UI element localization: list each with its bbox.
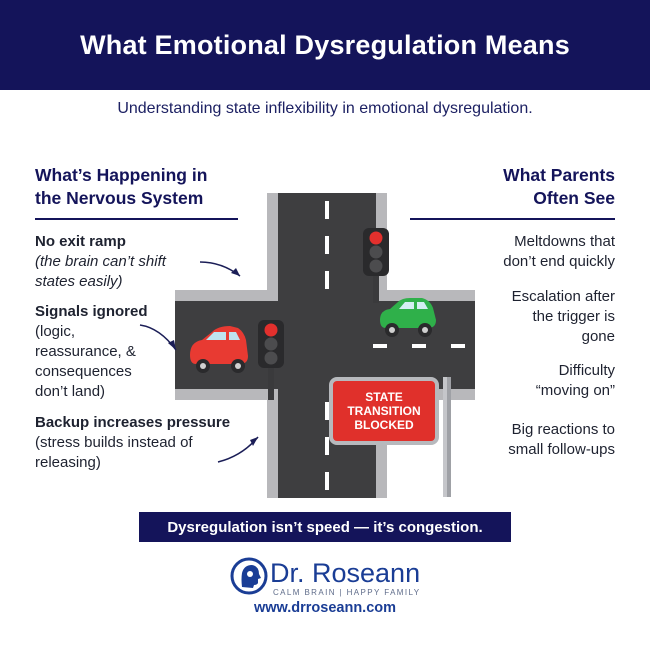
- horizontal-lane-dashes: [373, 344, 465, 348]
- right-item-meltdowns: Meltdowns that don’t end quickly: [503, 233, 615, 270]
- sign-line-3: BLOCKED: [354, 418, 414, 432]
- left-item-no-exit-ramp: No exit ramp (the brain can’t shift stat…: [35, 233, 166, 290]
- right-heading-divider: [410, 218, 615, 220]
- sign-line-1: STATE: [365, 390, 403, 404]
- red-car: [190, 326, 248, 373]
- tagline-text: Dysregulation isn’t speed — it’s congest…: [167, 518, 483, 536]
- left-item-signals-ignored: Signals ignored (logic, reassurance, & c…: [35, 303, 148, 400]
- green-car: [380, 298, 436, 337]
- right-column-heading: What Parents Often See: [503, 165, 615, 208]
- right-item-escalation: Escalation after the trigger is gone: [511, 288, 615, 345]
- subtitle: Understanding state inflexibility in emo…: [117, 100, 533, 117]
- page-title: What Emotional Dysregulation Means: [80, 29, 570, 60]
- tagline-bar: Dysregulation isn’t speed — it’s congest…: [139, 512, 511, 542]
- right-item-difficulty: Difficulty “moving on”: [535, 362, 615, 399]
- left-item-backup-pressure: Backup increases pressure (stress builds…: [35, 414, 231, 471]
- left-column-heading: What’s Happening in the Nervous System: [35, 165, 208, 208]
- vertical-lane-dashes: [325, 201, 329, 490]
- traffic-light-upper: [363, 228, 389, 303]
- brand-tagline: CALM BRAIN | HAPPY FAMILY: [273, 588, 421, 597]
- brand-name: Dr. Roseann: [270, 558, 421, 588]
- left-heading-divider: [35, 218, 238, 220]
- right-item-big-reactions: Big reactions to small follow-ups: [508, 421, 615, 458]
- website-link[interactable]: www.drroseann.com: [253, 600, 397, 616]
- header-banner: What Emotional Dysregulation Means: [0, 0, 650, 90]
- sign-line-2: TRANSITION: [347, 404, 420, 418]
- brand-logo: Dr. Roseann CALM BRAIN | HAPPY FAMILY: [230, 557, 430, 597]
- blocked-sign: STATE TRANSITION BLOCKED: [329, 377, 439, 445]
- traffic-light-lower: [258, 320, 284, 400]
- head-profile-icon: [230, 557, 268, 595]
